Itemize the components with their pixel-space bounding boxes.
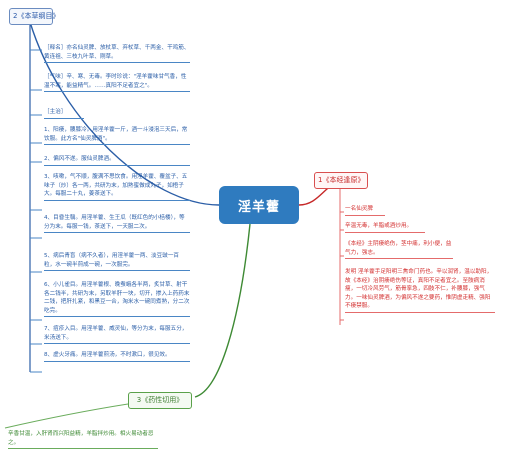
leaf-qiwei[interactable]: ［气味］辛、寒、无毒。李时珍说："淫羊藿味甘气香，性温不寒，能益精气。……真阳不…	[44, 73, 190, 93]
leaf-item-7[interactable]: 7、痘疹入目。用淫羊藿、威灵仙，等分为末，每服五分，米汤送下。	[44, 325, 190, 345]
leaf-item-4[interactable]: 4、目昏生翳。用淫羊藿、生王瓜（既红色的小栝楼），等分为末。每服一钱，茶送下，一…	[44, 214, 190, 234]
topic-bencao-gangmu[interactable]: 2《本草纲目》	[9, 8, 59, 25]
leaf-item-2[interactable]: 2、偏风不遂。服仙灵脾酒。	[44, 155, 190, 166]
central-topic[interactable]: 淫羊藿	[219, 186, 299, 224]
leaf-zhuzhi[interactable]: ［主治］	[44, 108, 84, 119]
topic-yaoxing-qieyong[interactable]: 3《药性切用》	[128, 392, 192, 409]
leaf-item-5[interactable]: 5、病后青盲（病不久者），用淫羊藿一两、淡豆豉一百粒，水一碗半煎成一碗，一次服完…	[44, 252, 190, 272]
leaf-shiming[interactable]: ［释名］亦名仙灵脾、放杖草、弃杖草、千两金、干鸡筋、黄连祖、三枝九叶草、刚草。	[44, 44, 190, 64]
leaf-taste[interactable]: 辛温无毒，羊脂或酒炒用。	[345, 222, 425, 233]
leaf-item-3[interactable]: 3、咳嗽，气不顺，腹满不思饮食。用淫羊藿、覆盆子、五味子（炒）各一两，共研为末，…	[44, 173, 190, 201]
leaf-item-8[interactable]: 8、虚火牙痛。用淫羊藿煎汤，不时漱口，很见效。	[44, 351, 190, 362]
leaf-item-1[interactable]: 1、阳痿，腰膝冷。用淫羊藿一斤，酒一斗浸泡三天后，常饮服。此方名"仙灵脾酒"。	[44, 126, 190, 146]
leaf-yaoxing[interactable]: 辛香甘温，入肝肾而兴阳益精，羊脂拌炒用。相火易动者忌之。	[8, 430, 158, 450]
leaf-alias[interactable]: 一名仙灵脾	[345, 205, 385, 216]
leaf-faming[interactable]: 发明 淫羊藿手足阳明三焦命门药也。辛以润肾，温以助阳，故《本经》治阴痿绝伤等证，…	[345, 268, 495, 313]
topic-benjing-fengyuan[interactable]: 1《本经逢原》	[314, 172, 368, 189]
leaf-benjing-zhu[interactable]: 《本经》主阴痿绝伤，茎中痛，利小便，益气力，强志。	[345, 240, 453, 260]
leaf-item-6[interactable]: 6、小儿雀目。用淫羊藿根、晚蚕蛾各半两，炙甘草、射干各二钱半，共研为末，另取羊肝…	[44, 281, 190, 318]
